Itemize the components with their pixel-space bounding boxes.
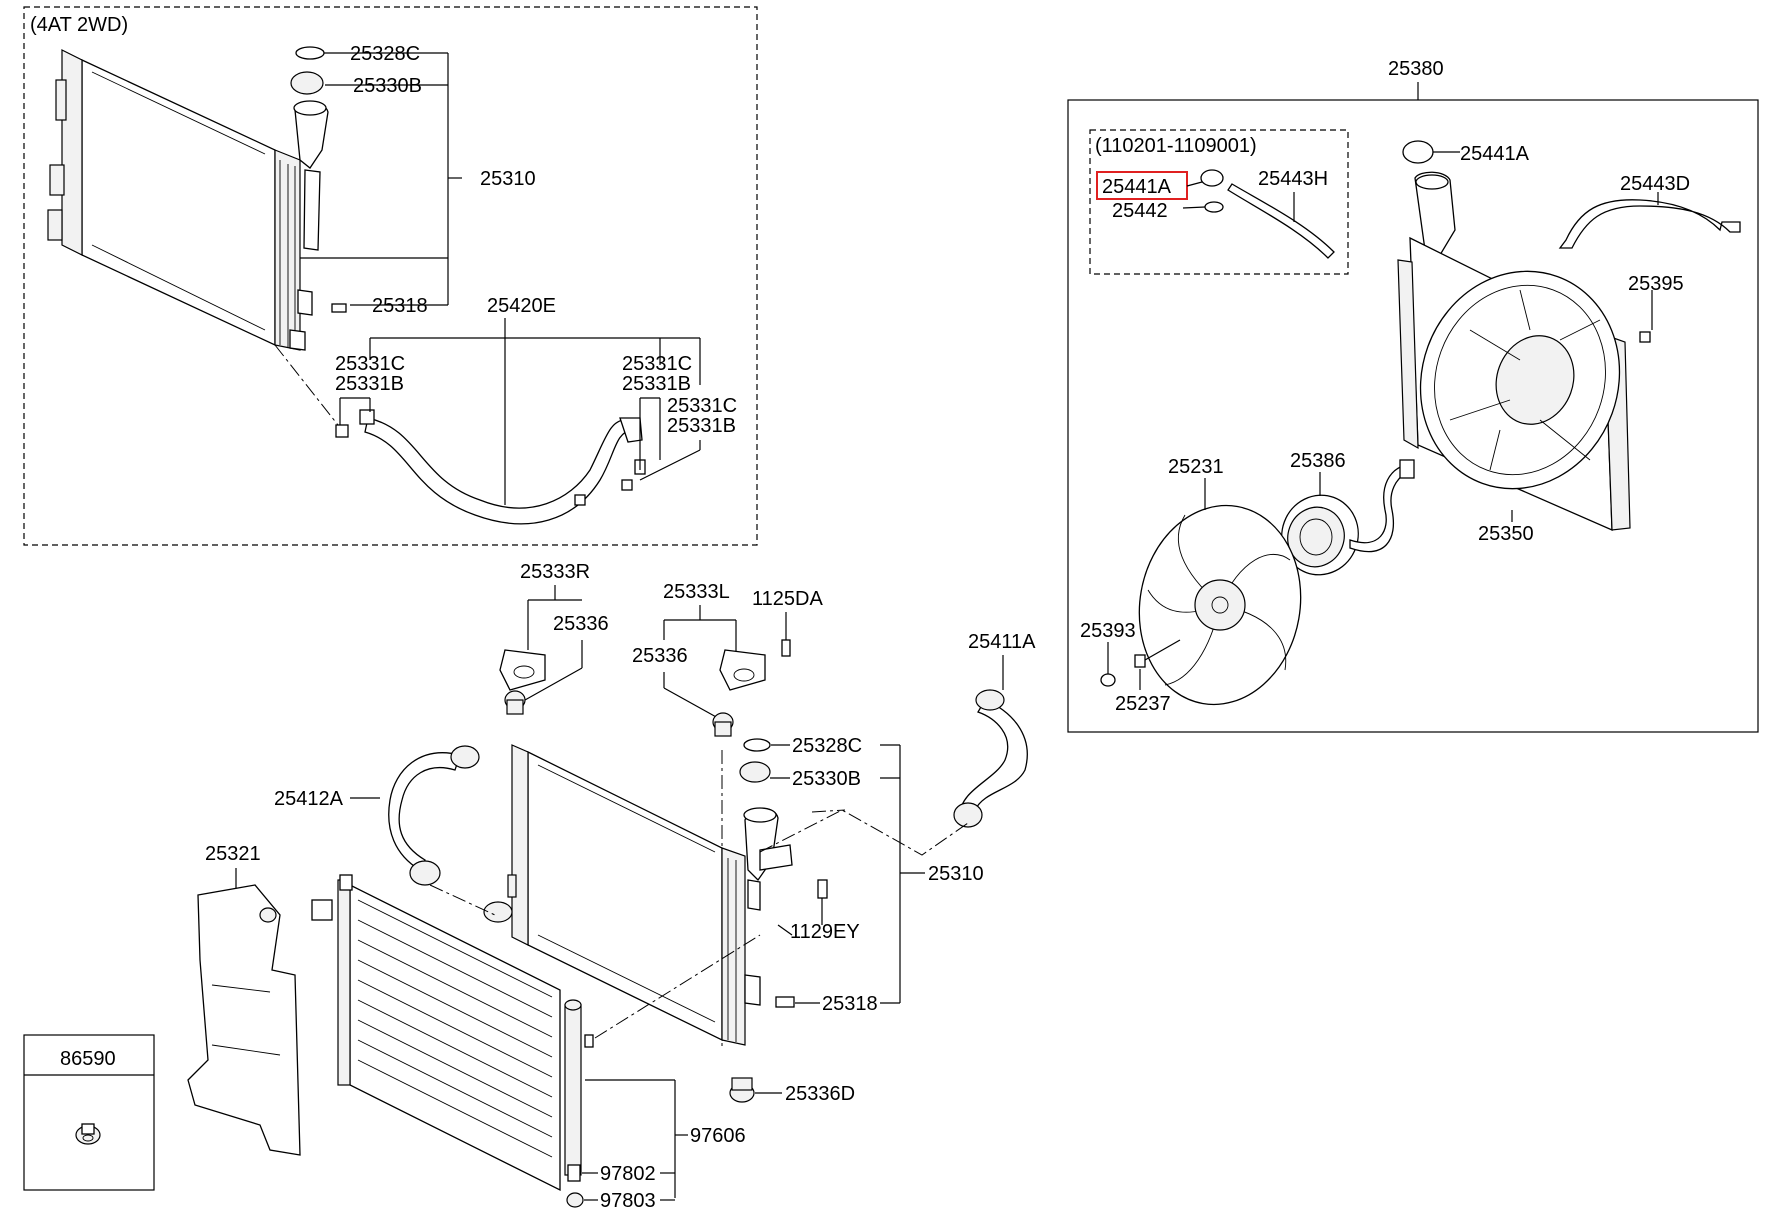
label-97802: 97802 <box>600 1163 656 1185</box>
at-2wd-group: (4AT 2WD) <box>23 6 758 546</box>
clip-fastener-drawing <box>75 1123 101 1145</box>
label-25420e: 25420E <box>487 295 556 317</box>
at-2wd-dashed-frame <box>23 6 758 546</box>
label-25333r: 25333R <box>520 561 590 583</box>
label-25330b-main: 25330B <box>792 768 861 790</box>
main-assembly-group: 25333R 25336 25333L 1125DA 25336 25411A <box>187 561 1036 1211</box>
label-25386: 25386 <box>1290 450 1346 472</box>
label-25318-main: 25318 <box>822 993 878 1015</box>
clip-box-frame <box>23 1034 155 1191</box>
label-97606: 97606 <box>690 1125 746 1147</box>
clip-86590-group: 86590 <box>23 1034 155 1191</box>
top-left-leaders <box>274 52 701 505</box>
label-25331c-right: 25331C <box>667 395 737 417</box>
radiator-drawing-main <box>483 744 793 1046</box>
label-25441a-highlight: 25441A <box>1102 176 1172 198</box>
label-25331c-left: 25331C <box>335 353 405 375</box>
label-86590: 86590 <box>60 1048 116 1070</box>
label-25336d: 25336D <box>785 1083 855 1105</box>
label-1125da: 1125DA <box>752 588 823 610</box>
fan-shroud-drawing <box>1397 236 1651 532</box>
label-25237: 25237 <box>1115 693 1171 715</box>
serial-range-dashed-frame <box>1089 129 1349 275</box>
label-25411a: 25411A <box>968 631 1036 653</box>
hose-25420e-drawing <box>335 409 646 525</box>
label-97803: 97803 <box>600 1190 656 1211</box>
fan-assembly-group: 25380 (110201-1109001) 25441A 25442 2544… <box>1067 58 1759 733</box>
fan-motor-drawing <box>1281 459 1415 576</box>
label-25443h: 25443H <box>1258 168 1328 190</box>
label-25443d: 25443D <box>1620 173 1690 195</box>
label-25336-r: 25336 <box>553 613 609 635</box>
label-25441a-top: 25441A <box>1460 143 1530 165</box>
condenser-drawing <box>311 874 594 1192</box>
label-25310-top: 25310 <box>480 168 536 190</box>
label-25328c-main: 25328C <box>792 735 862 757</box>
label-25350: 25350 <box>1478 523 1534 545</box>
label-25331c-mid: 25331C <box>622 353 692 375</box>
label-25328c-top: 25328C <box>350 43 420 65</box>
label-25330b-top: 25330B <box>353 75 422 97</box>
label-1129ey: 1129EY <box>790 921 860 943</box>
label-25331b-left: 25331B <box>335 373 404 395</box>
label-25333l: 25333L <box>663 581 730 603</box>
label-25380: 25380 <box>1388 58 1444 80</box>
label-25412a: 25412A <box>274 788 344 810</box>
label-25442: 25442 <box>1112 200 1168 222</box>
radiator-drawing-top <box>47 46 347 351</box>
fan-assembly-frame <box>1067 99 1759 733</box>
fan-blade-drawing <box>1138 504 1302 706</box>
label-25231: 25231 <box>1168 456 1224 478</box>
label-25395: 25395 <box>1628 273 1684 295</box>
label-25331b-mid: 25331B <box>622 373 691 395</box>
label-25336-l: 25336 <box>632 645 688 667</box>
serial-range-title: (110201-1109001) <box>1095 135 1257 157</box>
label-25331b-right: 25331B <box>667 415 736 437</box>
label-25321: 25321 <box>205 843 261 865</box>
label-25310-main: 25310 <box>928 863 984 885</box>
label-25393: 25393 <box>1080 620 1136 642</box>
at-2wd-title: (4AT 2WD) <box>30 14 128 36</box>
label-25318-top: 25318 <box>372 295 428 317</box>
